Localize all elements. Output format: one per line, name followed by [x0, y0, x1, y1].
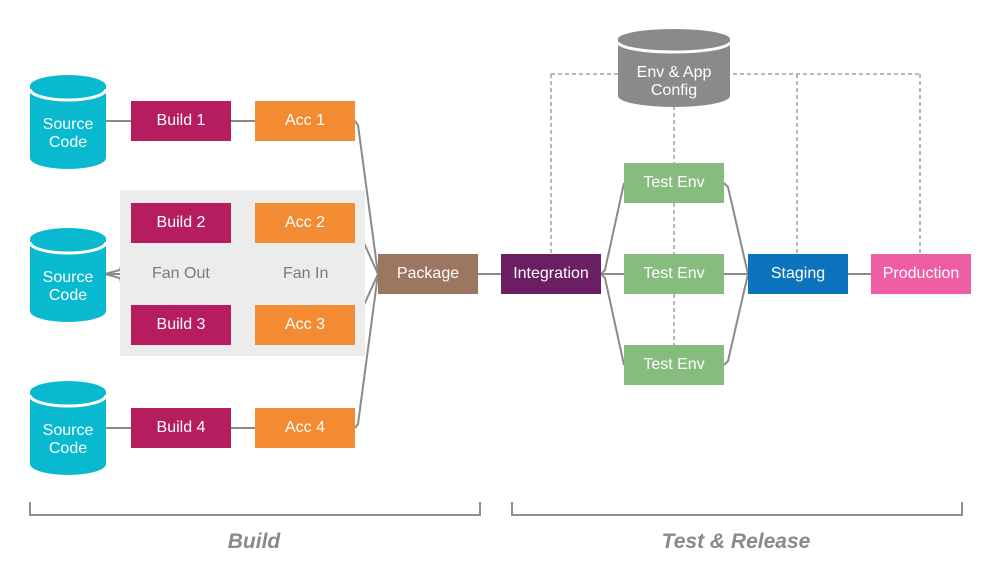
- test-env-1-box: Test Env: [624, 163, 724, 203]
- test-env-3-box: Test Env: [624, 345, 724, 385]
- build-2-box: Build 2: [131, 203, 231, 243]
- acc-3-box: Acc 3: [255, 305, 355, 345]
- test-release-section-bracket: [511, 502, 963, 516]
- test-env-2-box: Test Env: [624, 254, 724, 294]
- package-box: Package: [378, 254, 478, 294]
- build-4-box: Build 4: [131, 408, 231, 448]
- config-database-icon: [617, 29, 731, 107]
- production-box: Production: [871, 254, 971, 294]
- build-section-bracket: [29, 502, 481, 516]
- build-1-box: Build 1: [131, 101, 231, 141]
- test-release-section-title: Test & Release: [661, 530, 811, 553]
- integration-box: Integration: [501, 254, 601, 294]
- fan-in-label: Fan In: [283, 265, 329, 282]
- acc-1-box: Acc 1: [255, 101, 355, 141]
- acc-4-box: Acc 4: [255, 408, 355, 448]
- fan-out-label: Fan Out: [152, 265, 210, 282]
- build-3-box: Build 3: [131, 305, 231, 345]
- source-code-database-icon: [29, 381, 107, 475]
- acc-2-box: Acc 2: [255, 203, 355, 243]
- source-code-database-icon: [29, 75, 107, 169]
- staging-box: Staging: [748, 254, 848, 294]
- build-section-title: Build: [227, 530, 281, 553]
- source-code-database-icon: [29, 228, 107, 322]
